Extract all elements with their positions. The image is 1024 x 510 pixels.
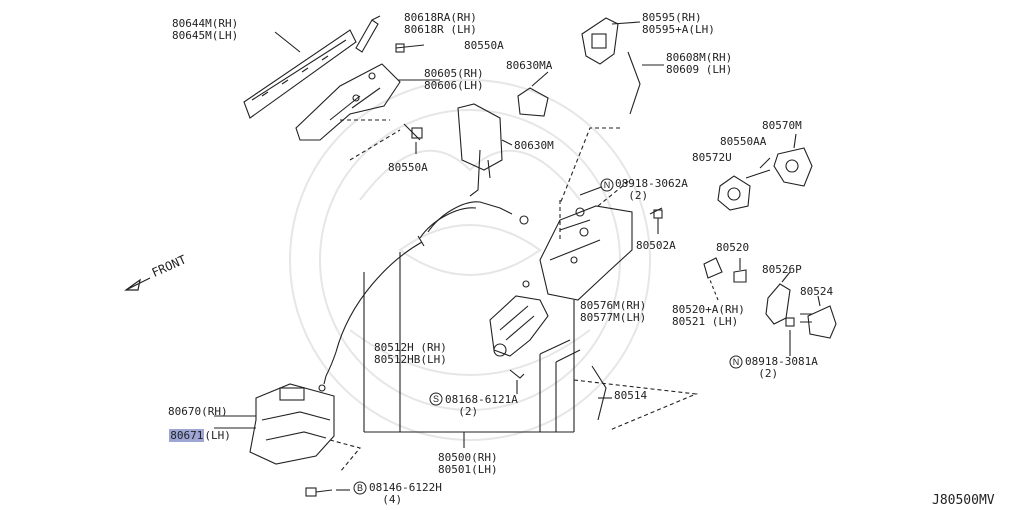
label-outer-handle: 80644M(RH) 80645M(LH) [172, 17, 239, 42]
label-gasket: 80526P [762, 263, 802, 276]
label-handle-gasket: 80618RA(RH) 80618R (LH) [404, 11, 477, 36]
lock-bracket [539, 179, 633, 301]
handle-gasket [355, 15, 381, 53]
label-lock-assy: 80500(RH) 80501(LH) [438, 451, 498, 476]
housing-bolt [305, 487, 350, 497]
label-rod-lower: 80514 [614, 389, 648, 402]
assembly-frame [363, 252, 699, 448]
label-screw-top: 80550A [464, 39, 504, 52]
inner-handle-assy [581, 17, 641, 65]
handle-bracket [295, 43, 440, 141]
front-arrow-icon [124, 277, 151, 291]
label-handle-bracket: 80605(RH) 80606(LH) [424, 67, 484, 92]
label-bolt-a: 80502A [636, 239, 676, 252]
striker-bushing [717, 175, 751, 211]
striker-screw [745, 157, 771, 179]
lock-rod-lower [591, 365, 612, 421]
label-bumper: 80520 [716, 241, 750, 254]
label-bolt-d: 08146-6122H (4) [369, 481, 442, 506]
label-striker-bush: 80572U [692, 151, 732, 164]
label-rod-upper: 80630MA [506, 59, 553, 72]
bolt-a [575, 185, 663, 234]
label-actuator-rh: 80670(RH) [168, 405, 228, 418]
bracket-screw [340, 119, 423, 161]
label-actuator-lh-side: (LH) [204, 429, 231, 442]
inner-handle-rod [559, 51, 664, 240]
circled-markers [353, 178, 743, 495]
lock-screw [509, 369, 525, 394]
label-striker: 80524 [800, 285, 834, 298]
label-inner-handle: 80595(RH) 80595+A(LH) [642, 11, 715, 36]
cable-assy [318, 201, 529, 392]
label-lock-motor: 80576M(RH) 80577M(LH) [580, 299, 647, 324]
label-actuator-lh-row: 80671(LH) [156, 418, 231, 442]
label-nut-upper: 08918-3062A (2) [615, 177, 688, 202]
handle-rod-mid [457, 103, 513, 197]
diagram-code: J80500MV [932, 493, 995, 508]
marker-n-upper: N [604, 180, 611, 190]
door-striker [800, 295, 837, 339]
label-cable: 80512H (RH) 80512HB(LH) [374, 341, 447, 366]
label-rod-mid: 80630M [514, 139, 554, 152]
actuator-housing [214, 383, 361, 473]
label-inner-rod: 80608M(RH) 80609 (LH) [666, 51, 733, 76]
label-screw-c: 08168-6121A (2) [445, 393, 518, 418]
highlighted-part-number: 80671 [169, 429, 205, 442]
outer-door-handle [243, 29, 357, 119]
label-nut-lower: 08918-3081A (2) [745, 355, 818, 380]
label-striker-screw: 80550AA [720, 135, 767, 148]
gasket-plate [765, 271, 791, 325]
watermark-emblem [289, 79, 651, 441]
lock-actuator [489, 280, 549, 357]
marker-n-lower: N [733, 357, 740, 367]
label-striker-assy: 80570M [762, 119, 802, 132]
label-bumper-assy: 80520+A(RH) 80521 (LH) [672, 303, 745, 328]
striker-nut [785, 317, 795, 356]
bumper-clip [703, 257, 747, 301]
marker-s: S [433, 394, 439, 404]
marker-b: B [357, 483, 363, 493]
label-screw-lower: 80550A [388, 161, 428, 174]
striker-plate [773, 133, 813, 187]
handle-rod-upper [517, 71, 549, 117]
